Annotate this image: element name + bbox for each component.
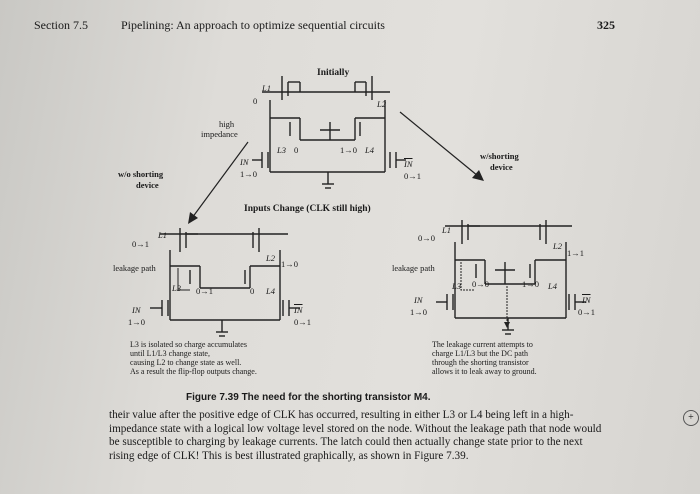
right-leakage-path-label: leakage path	[392, 263, 435, 273]
left-l3-label: L3	[172, 283, 181, 293]
top-l4-label: L4	[365, 145, 374, 155]
body-text: their value after the positive edge of C…	[109, 409, 609, 463]
right-note-line: charge L1/L3 but the DC path	[432, 349, 529, 358]
top-l1-value: 0	[253, 96, 258, 106]
right-in-value: 1→0	[410, 307, 427, 317]
arrow-to-left-circuit	[191, 141, 249, 219]
right-note-line: through the shorting transistor	[432, 358, 529, 367]
left-note-line: until L1/L3 change state,	[130, 349, 210, 358]
left-in-value: 1→0	[128, 317, 145, 327]
initially-label: Initially	[317, 68, 350, 78]
left-in-bar-value: 0→1	[294, 317, 311, 327]
left-l1-label: L1	[158, 230, 167, 240]
left-l4-label: L4	[266, 286, 275, 296]
left-note-line: L3 is isolated so charge accumulates	[130, 340, 247, 349]
page-number: 325	[597, 18, 615, 32]
top-l2-label: L2	[377, 99, 386, 109]
binder-hole-icon: +	[683, 410, 699, 426]
right-note-line: The leakage current attempts to	[432, 340, 533, 349]
left-in-bar-label: IN	[294, 305, 303, 315]
right-note-line: allows it to leak away to ground.	[432, 367, 537, 376]
section-label: Section 7.5	[34, 18, 88, 32]
right-l3-label: L3	[452, 281, 461, 291]
left-note: L3 is isolated so charge accumulates unt…	[130, 340, 257, 376]
left-in-label: IN	[132, 305, 141, 315]
top-in-label: IN	[240, 157, 249, 167]
high-impedance-label-2: impedance	[201, 129, 238, 139]
right-l1-label: L1	[442, 225, 451, 235]
right-l1-value: 0→0	[418, 233, 435, 243]
left-l4-value: 0	[250, 286, 255, 296]
top-l3-label: L3	[277, 145, 286, 155]
wo-shorting-label: w/o shorting	[118, 169, 164, 179]
left-note-line: As a result the flip-flop outputs change…	[130, 367, 257, 376]
top-l1-label: L1	[262, 83, 271, 93]
w-shorting-device-label: device	[490, 162, 513, 172]
right-l2-value: 1→1	[567, 248, 584, 258]
wo-shorting-device-label: device	[136, 180, 159, 190]
left-l3-value: 0→1	[196, 286, 213, 296]
left-l2-label: L2	[266, 253, 275, 263]
right-in-label: IN	[414, 295, 423, 305]
page-header-title: Pipelining: An approach to optimize sequ…	[121, 18, 385, 32]
top-in-bar-value: 0→1	[404, 171, 421, 181]
top-l4-value: 1→0	[340, 145, 357, 155]
figure-caption: Figure 7.39 The need for the shorting tr…	[186, 392, 431, 403]
right-l3-value: 0→0	[472, 279, 489, 289]
right-note: The leakage current attempts to charge L…	[432, 340, 537, 376]
body-paragraph: their value after the positive edge of C…	[109, 409, 602, 462]
right-l4-label: L4	[548, 281, 557, 291]
left-leakage-path-label: leakage path	[113, 263, 156, 273]
left-l2-value: 1→0	[281, 259, 298, 269]
inputs-change-label: Inputs Change (CLK still high)	[244, 204, 371, 214]
right-in-bar-label: IN	[582, 295, 591, 305]
right-l4-value: 1→0	[522, 279, 539, 289]
arrow-to-right-circuit	[399, 111, 479, 177]
left-l1-value: 0→1	[132, 239, 149, 249]
w-shorting-label: w/shorting	[480, 151, 519, 161]
high-impedance-label-1: high	[219, 119, 235, 129]
top-in-value: 1→0	[240, 169, 257, 179]
left-note-line: causing L2 to change state as well.	[130, 358, 242, 367]
right-l2-label: L2	[553, 241, 562, 251]
right-in-bar-value: 0→1	[578, 307, 595, 317]
top-l3-value: 0	[294, 145, 299, 155]
top-in-bar-label: IN	[404, 159, 413, 169]
